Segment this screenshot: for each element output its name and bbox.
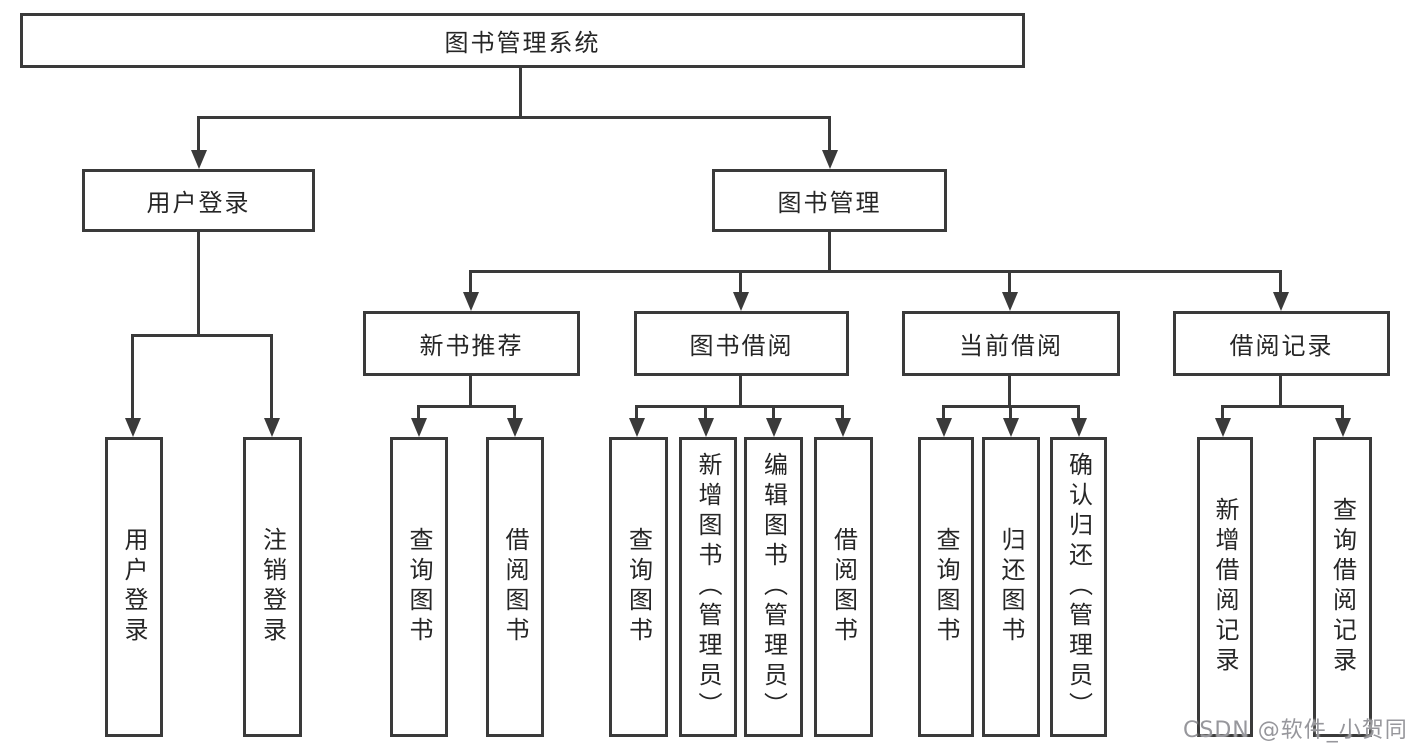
node-label: 新书推荐 [419,332,524,360]
node-label: 借阅记录 [1229,332,1334,360]
leaf-return-book: 归还图书 [982,437,1040,737]
node-book-management: 图书管理 [712,169,947,232]
arrow-down-icon [629,418,645,437]
leaf-query-book-recommend: 查询图书 [390,437,448,737]
leaf-confirm-return-admin: 确认归还（管理员） [1050,437,1107,737]
node-borrow-records: 借阅记录 [1173,311,1390,376]
connector-line [270,334,273,422]
leaf-query-book-borrowing: 查询图书 [609,437,668,737]
connector-line [1341,405,1344,422]
connector-line [519,68,522,119]
connector-line [1279,376,1282,408]
connector-line [635,405,638,422]
node-label: 当前借阅 [959,332,1063,360]
connector-line [1077,405,1080,422]
connector-line [1008,270,1011,296]
connector-line [841,405,844,422]
connector-line [704,405,707,422]
node-library-system-root: 图书管理系统 [20,13,1025,68]
arrow-down-icon [766,418,782,437]
node-label: 新增借阅记录 [1211,497,1239,677]
arrow-down-icon [125,418,141,437]
csdn-watermark: CSDN @软件_小贺同学 [1183,718,1405,743]
node-label: 注销登录 [258,527,287,647]
connector-line [131,334,134,422]
arrow-down-icon [1003,418,1019,437]
arrow-down-icon [1335,418,1351,437]
node-label: 查询图书 [624,527,653,647]
arrow-down-icon [698,418,714,437]
arrow-down-icon [507,418,523,437]
leaf-add-book-admin: 新增图书（管理员） [679,437,737,737]
connector-line [828,232,831,273]
node-current-borrowing: 当前借阅 [902,311,1120,376]
node-user-login: 用户登录 [82,169,315,232]
node-label: 图书借阅 [689,332,794,360]
node-label: 借阅图书 [829,527,858,647]
arrow-down-icon [822,150,838,169]
node-label: 借阅图书 [501,527,529,647]
node-book-borrowing: 图书借阅 [634,311,849,376]
arrow-down-icon [1215,418,1231,437]
node-label: 查询图书 [932,527,960,647]
connector-line [513,405,516,422]
node-label: 确认归还（管理员） [1064,452,1093,722]
arrow-down-icon [264,418,280,437]
connector-line [1008,376,1011,408]
arrow-down-icon [1273,292,1289,311]
connector-line [197,116,831,119]
leaf-borrow-book-borrowing: 借阅图书 [814,437,873,737]
node-label: 图书管理系统 [444,29,601,57]
connector-line [469,270,472,296]
connector-line [1221,405,1224,422]
connector-line [197,232,200,337]
arrow-down-icon [936,418,952,437]
leaf-user-login: 用户登录 [105,437,163,737]
connector-line [739,376,742,408]
connector-line [772,405,775,422]
leaf-edit-book-admin: 编辑图书（管理员） [744,437,803,737]
connector-line [1009,405,1012,422]
connector-line [942,405,945,422]
leaf-borrow-book-recommend: 借阅图书 [486,437,544,737]
node-label: 归还图书 [997,527,1025,647]
connector-line [1221,405,1344,408]
node-label: 用户登录 [146,189,251,217]
connector-line [417,405,516,408]
node-label: 查询图书 [405,527,433,647]
leaf-query-borrow-record: 查询借阅记录 [1313,437,1372,737]
connector-line [1279,270,1282,296]
connector-line [739,270,742,296]
connector-line [828,116,831,155]
arrow-down-icon [1071,418,1087,437]
node-label: 查询借阅记录 [1328,497,1357,677]
arrow-down-icon [1002,292,1018,311]
connector-line [417,405,420,422]
connector-line [469,270,1282,273]
leaf-logout-login: 注销登录 [243,437,302,737]
arrow-down-icon [463,292,479,311]
leaf-add-borrow-record: 新增借阅记录 [1197,437,1253,737]
connector-line [635,405,844,408]
node-label: 图书管理 [777,189,882,217]
node-label: 新增图书（管理员） [694,452,722,722]
node-label: 编辑图书（管理员） [759,452,788,722]
connector-line [197,116,200,155]
connector-line [469,376,472,408]
leaf-query-book-current: 查询图书 [918,437,974,737]
node-new-book-recommend: 新书推荐 [363,311,580,376]
node-label: 用户登录 [120,527,148,647]
arrow-down-icon [411,418,427,437]
arrow-down-icon [191,150,207,169]
connector-line [131,334,273,337]
arrow-down-icon [835,418,851,437]
arrow-down-icon [733,292,749,311]
